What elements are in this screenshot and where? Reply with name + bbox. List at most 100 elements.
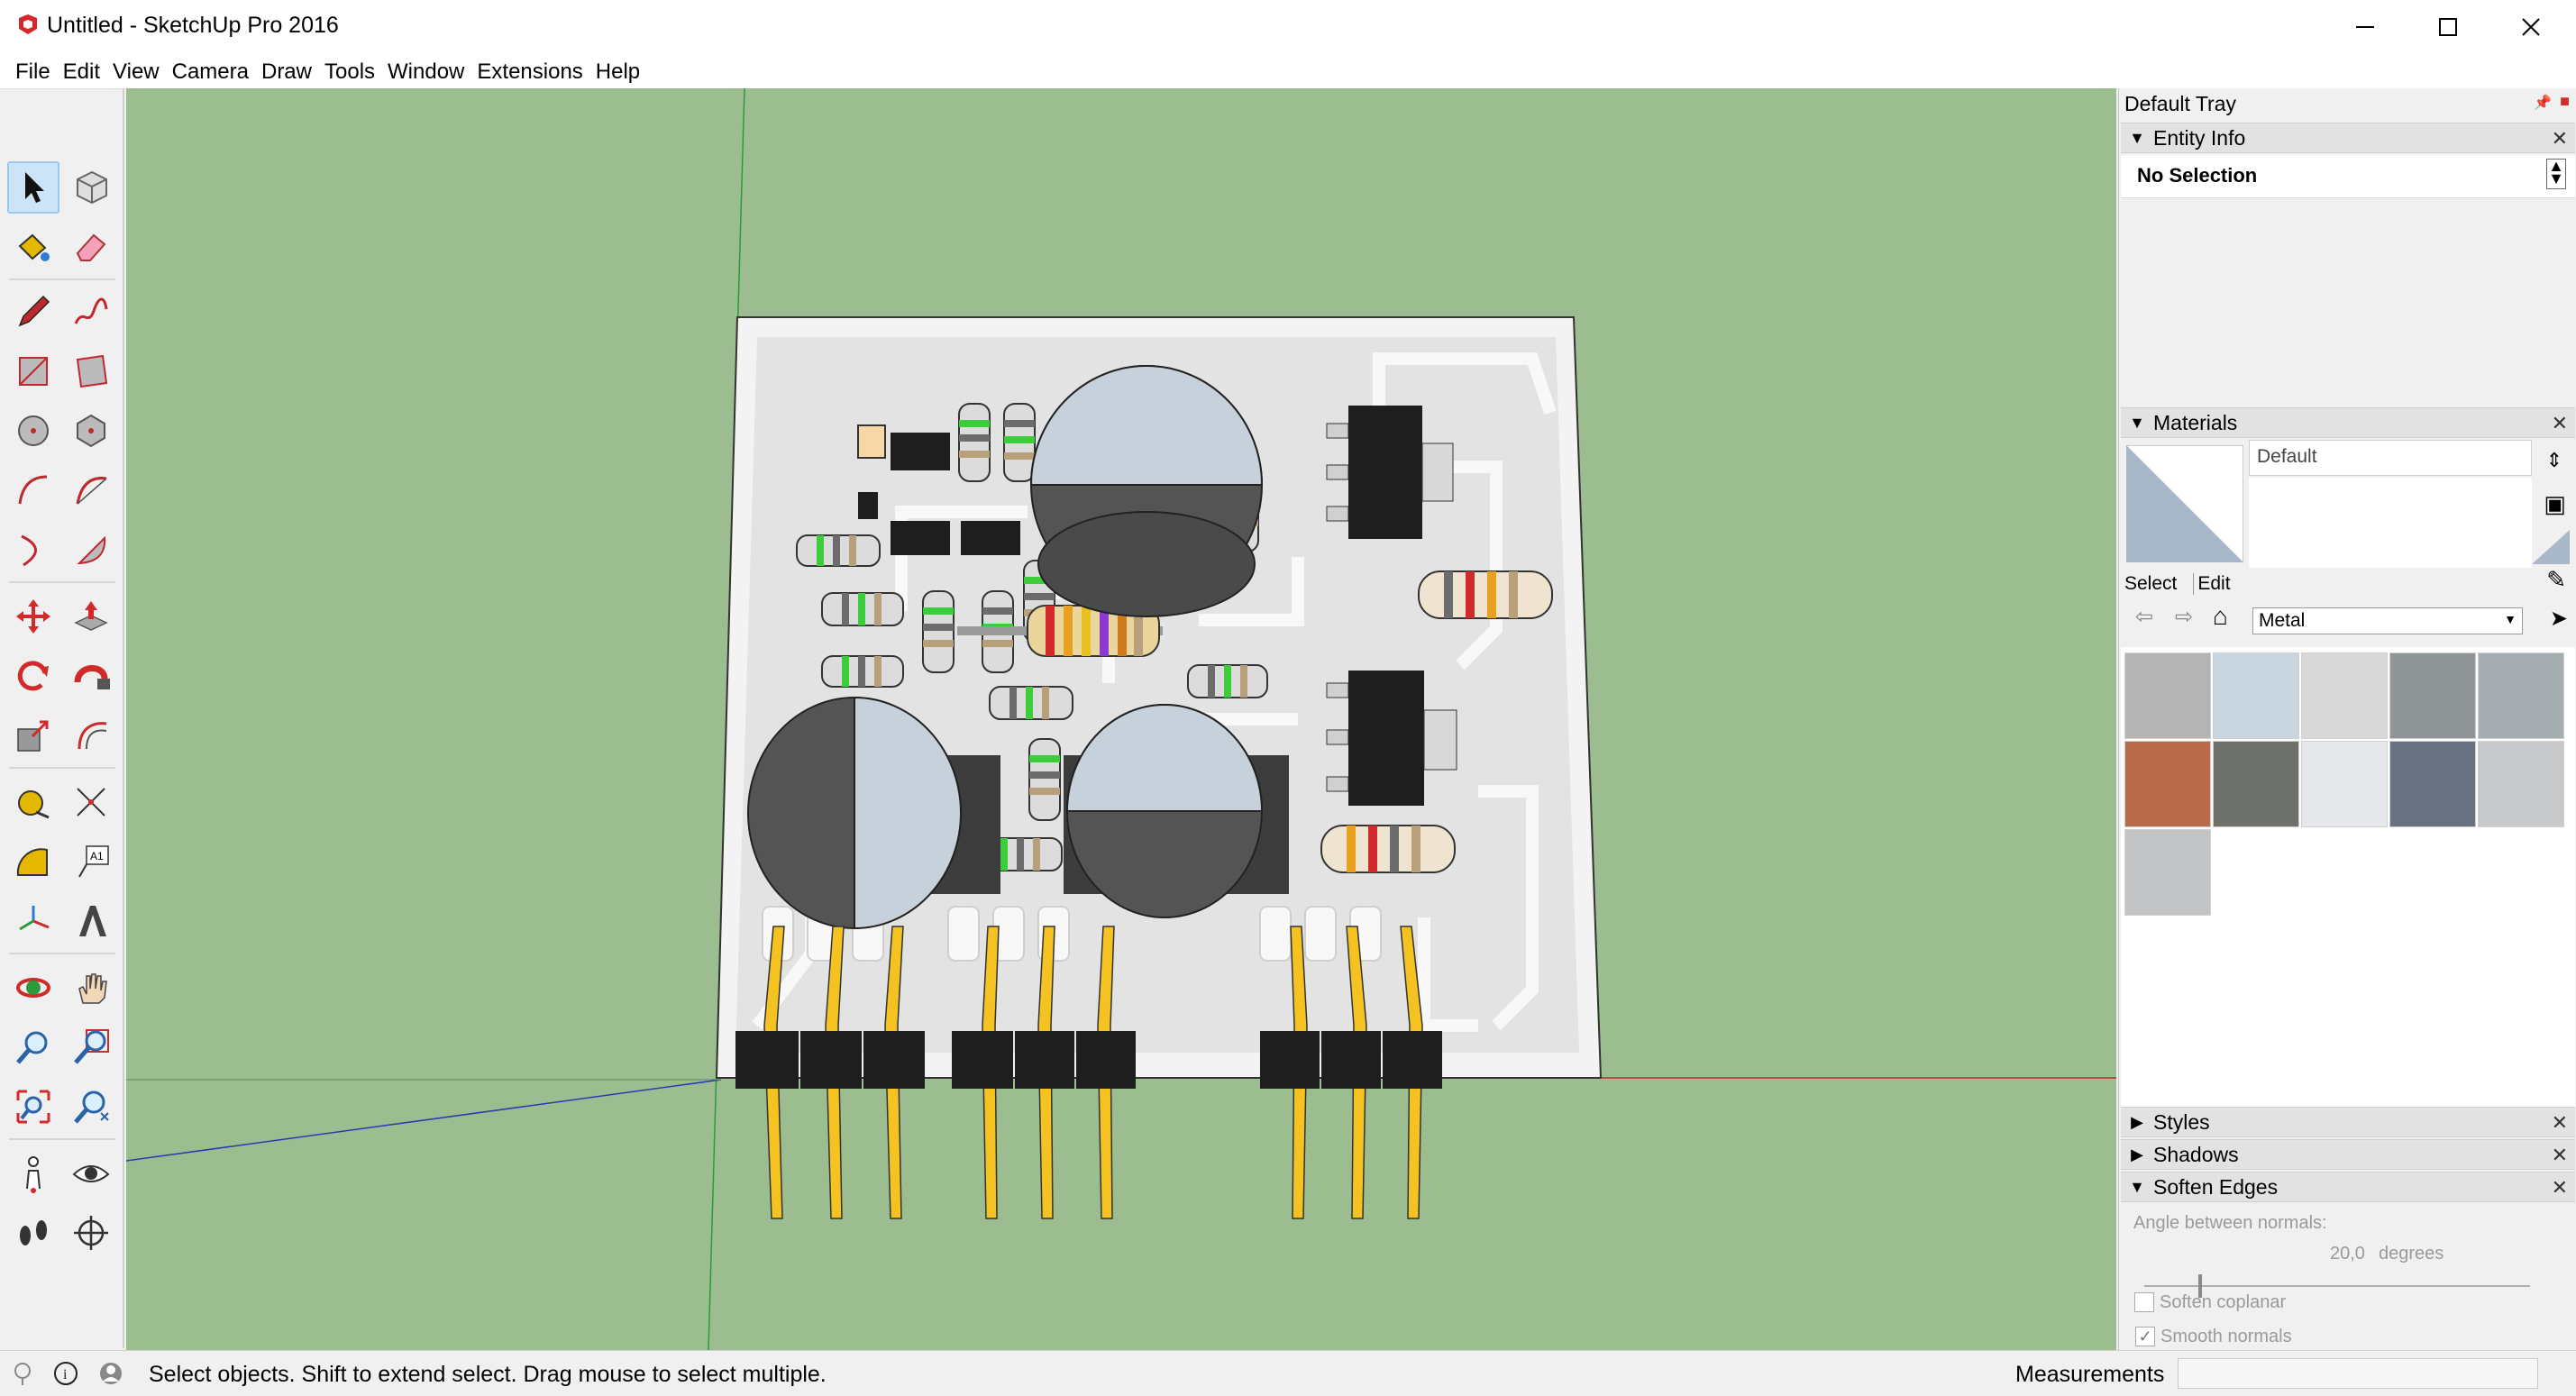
metal-swatch[interactable] xyxy=(2124,741,2211,827)
zoom-window-tool[interactable] xyxy=(65,1021,117,1073)
push-pull-tool[interactable] xyxy=(65,590,117,643)
tab-select[interactable]: Select xyxy=(2124,573,2178,594)
axes-tool[interactable] xyxy=(7,895,59,947)
menu-draw[interactable]: Draw xyxy=(260,59,312,84)
scale-tool[interactable] xyxy=(7,709,59,762)
model-viewport[interactable] xyxy=(126,88,2116,1350)
section-plane-tool[interactable] xyxy=(65,1207,117,1259)
menu-edit[interactable]: Edit xyxy=(62,59,101,84)
soften-edges-body: Angle between normals: 20,0 degrees ✓ Sm… xyxy=(2121,1204,2575,1350)
tape-measure-tool[interactable] xyxy=(7,776,59,828)
minimize-button[interactable] xyxy=(2324,0,2407,54)
previous-view-tool[interactable] xyxy=(65,1081,117,1133)
maximize-button[interactable] xyxy=(2407,0,2489,54)
soften-edges-header[interactable]: ▼ Soften Edges ✕ xyxy=(2121,1172,2575,1202)
measurements-label: Measurements xyxy=(2015,1362,2165,1387)
library-dropdown[interactable]: Metal ▼ xyxy=(2252,607,2523,634)
materials-header[interactable]: ▼ Materials ✕ xyxy=(2121,407,2575,438)
circle-tool[interactable] xyxy=(7,405,59,457)
menu-file[interactable]: File xyxy=(15,59,50,84)
eyedropper-icon[interactable]: ✎ xyxy=(2546,566,2566,593)
angle-slider-track[interactable] xyxy=(2144,1285,2530,1287)
orbit-tool[interactable] xyxy=(7,962,59,1014)
metal-swatch[interactable] xyxy=(2213,652,2299,739)
make-component-tool[interactable] xyxy=(65,161,117,214)
menu-help[interactable]: Help xyxy=(595,59,641,84)
status-bar: i Select objects. Shift to extend select… xyxy=(0,1350,2576,1396)
material-name-field[interactable]: Default xyxy=(2249,440,2532,476)
follow-me-tool[interactable] xyxy=(65,650,117,702)
forward-arrow-icon[interactable]: ⇨ xyxy=(2175,605,2194,629)
freehand-tool[interactable] xyxy=(65,286,117,338)
move-tool[interactable] xyxy=(7,590,59,643)
menu-camera[interactable]: Camera xyxy=(171,59,249,84)
entity-info-empty xyxy=(2121,198,2575,406)
close-icon[interactable]: ✕ xyxy=(2551,1111,2568,1134)
dimension-tool[interactable] xyxy=(65,776,117,828)
user-account-icon[interactable] xyxy=(97,1360,124,1387)
details-arrow-icon[interactable]: ➤ xyxy=(2549,607,2568,631)
measurements-input[interactable] xyxy=(2178,1358,2538,1389)
metal-swatch[interactable] xyxy=(2213,741,2299,827)
close-icon[interactable]: ✕ xyxy=(2551,127,2568,150)
metal-swatch[interactable] xyxy=(2301,741,2388,827)
line-tool[interactable] xyxy=(7,286,59,338)
tray-close-icon[interactable]: ■ xyxy=(2560,92,2570,110)
entity-info-header[interactable]: ▼ Entity Info ✕ xyxy=(2121,123,2575,153)
styles-header[interactable]: ▶ Styles ✕ xyxy=(2121,1107,2575,1137)
rotated-rectangle-tool[interactable] xyxy=(65,345,117,397)
metal-swatch[interactable] xyxy=(2124,652,2211,739)
rotate-tool[interactable] xyxy=(7,650,59,702)
angle-unit: degrees xyxy=(2379,1244,2444,1264)
metal-swatch[interactable] xyxy=(2389,741,2476,827)
metal-swatch[interactable] xyxy=(2478,652,2564,739)
menu-tools[interactable]: Tools xyxy=(324,59,376,84)
metal-swatch[interactable] xyxy=(2389,652,2476,739)
zoom-extents-tool[interactable] xyxy=(7,1081,59,1133)
look-around-tool[interactable] xyxy=(65,1147,117,1200)
create-material-icon[interactable]: ▣ xyxy=(2544,490,2566,517)
paint-bucket-tool[interactable] xyxy=(7,221,59,273)
geo-location-icon[interactable] xyxy=(9,1360,36,1387)
shadows-header[interactable]: ▶ Shadows ✕ xyxy=(2121,1139,2575,1170)
home-icon[interactable]: ⌂ xyxy=(2213,602,2228,630)
three-point-arc-tool[interactable] xyxy=(7,524,59,576)
protractor-tool[interactable] xyxy=(7,835,59,888)
arc-tool[interactable] xyxy=(7,464,59,516)
zoom-window-icon xyxy=(74,1029,109,1064)
menu-extensions[interactable]: Extensions xyxy=(477,59,583,84)
position-camera-tool[interactable] xyxy=(7,1147,59,1200)
back-arrow-icon[interactable]: ⇦ xyxy=(2135,605,2154,629)
smooth-normals-checkbox[interactable]: ✓ xyxy=(2135,1327,2155,1346)
metal-swatch[interactable] xyxy=(2124,829,2211,916)
3d-text-tool[interactable] xyxy=(65,895,117,947)
freehand-icon xyxy=(74,297,108,324)
angle-slider-thumb[interactable] xyxy=(2197,1274,2202,1298)
walk-tool[interactable] xyxy=(7,1207,59,1259)
menu-window[interactable]: Window xyxy=(388,59,465,84)
close-icon[interactable]: ✕ xyxy=(2551,1144,2568,1166)
close-icon[interactable]: ✕ xyxy=(2551,412,2568,434)
rectangle-tool[interactable] xyxy=(7,345,59,397)
pin-icon[interactable]: 📌 xyxy=(2534,96,2552,111)
tab-edit[interactable]: Edit xyxy=(2193,573,2231,595)
polygon-tool[interactable] xyxy=(65,405,117,457)
display-secondary-icon[interactable]: ⇕ xyxy=(2545,449,2562,471)
credits-icon[interactable]: i xyxy=(52,1360,79,1387)
offset-tool[interactable] xyxy=(65,709,117,762)
default-material-swatch-icon[interactable] xyxy=(2532,530,2570,564)
close-icon[interactable]: ✕ xyxy=(2551,1176,2568,1199)
select-tool[interactable] xyxy=(7,161,59,214)
text-tool[interactable]: A1 xyxy=(65,835,117,888)
two-point-arc-tool[interactable] xyxy=(65,464,117,516)
soften-coplanar-checkbox[interactable] xyxy=(2134,1292,2154,1312)
metal-swatch[interactable] xyxy=(2478,741,2564,827)
metal-swatch[interactable] xyxy=(2301,652,2388,739)
zoom-tool[interactable] xyxy=(7,1021,59,1073)
pie-tool[interactable] xyxy=(65,524,117,576)
eraser-tool[interactable] xyxy=(65,221,117,273)
menu-view[interactable]: View xyxy=(113,59,160,84)
details-toggle-icon[interactable]: ▲▼ xyxy=(2546,158,2566,189)
pan-tool[interactable] xyxy=(65,962,117,1014)
close-button[interactable] xyxy=(2489,0,2572,54)
